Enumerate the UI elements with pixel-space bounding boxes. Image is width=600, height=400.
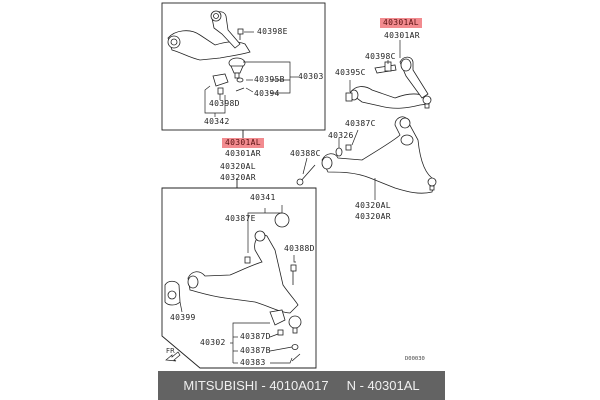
diagram-code: D00030 [405, 356, 425, 362]
part-label-40302[interactable]: 40302 [200, 338, 226, 347]
part-label-40301al-highlighted[interactable]: 40301AL [222, 138, 264, 148]
part-label-40320al[interactable]: 40320AL [220, 162, 256, 171]
part-label-40398c[interactable]: 40398C [365, 52, 396, 61]
part-label-40301ar[interactable]: 40301AR [225, 149, 261, 158]
part-label-40342[interactable]: 40342 [204, 117, 230, 126]
part-label-40301ar-right[interactable]: 40301AR [384, 31, 420, 40]
part-label-40320ar-right[interactable]: 40320AR [355, 212, 391, 221]
part-label-40394[interactable]: 40394 [254, 89, 280, 98]
right-lower-arm-drawing [296, 116, 437, 194]
part-label-40387e[interactable]: 40387E [225, 214, 256, 223]
part-label-40398e[interactable]: 40398E [257, 27, 288, 36]
part-label-40320al-right[interactable]: 40320AL [355, 201, 391, 210]
lower-arm-frame [161, 187, 317, 369]
oem-number: N - 40301AL [346, 378, 420, 393]
upper-control-arm-drawing [167, 10, 251, 95]
lower-control-arm-drawing [164, 212, 302, 362]
part-label-40398d[interactable]: 40398D [209, 99, 240, 108]
part-label-40387d[interactable]: 40387D [240, 332, 271, 341]
upper-arm-frame [161, 2, 326, 131]
part-label-40399[interactable]: 40399 [170, 313, 196, 322]
part-label-40303[interactable]: 40303 [298, 72, 324, 81]
brand-part-number: MITSUBISHI - 4010A017 [183, 378, 329, 393]
front-direction-arrow [165, 351, 181, 362]
part-label-40395c[interactable]: 40395C [335, 68, 366, 77]
part-label-40387c[interactable]: 40387C [345, 119, 376, 128]
part-label-40383[interactable]: 40383 [240, 358, 266, 367]
part-label-40320ar[interactable]: 40320AR [220, 173, 256, 182]
part-info-footer: MITSUBISHI - 4010A017 N - 40301AL [158, 371, 445, 400]
part-label-40388c[interactable]: 40388C [290, 149, 321, 158]
part-label-40341[interactable]: 40341 [250, 193, 276, 202]
part-label-40388d[interactable]: 40388D [284, 244, 315, 253]
part-label-40326[interactable]: 40326 [328, 131, 354, 140]
front-direction-label: FR [166, 347, 175, 355]
part-label-40301al-highlighted-right[interactable]: 40301AL [380, 18, 422, 28]
part-label-40395b[interactable]: 40395B [254, 75, 285, 84]
right-upper-arm-drawing [345, 56, 432, 109]
part-label-40387b[interactable]: 40387B [240, 346, 271, 355]
